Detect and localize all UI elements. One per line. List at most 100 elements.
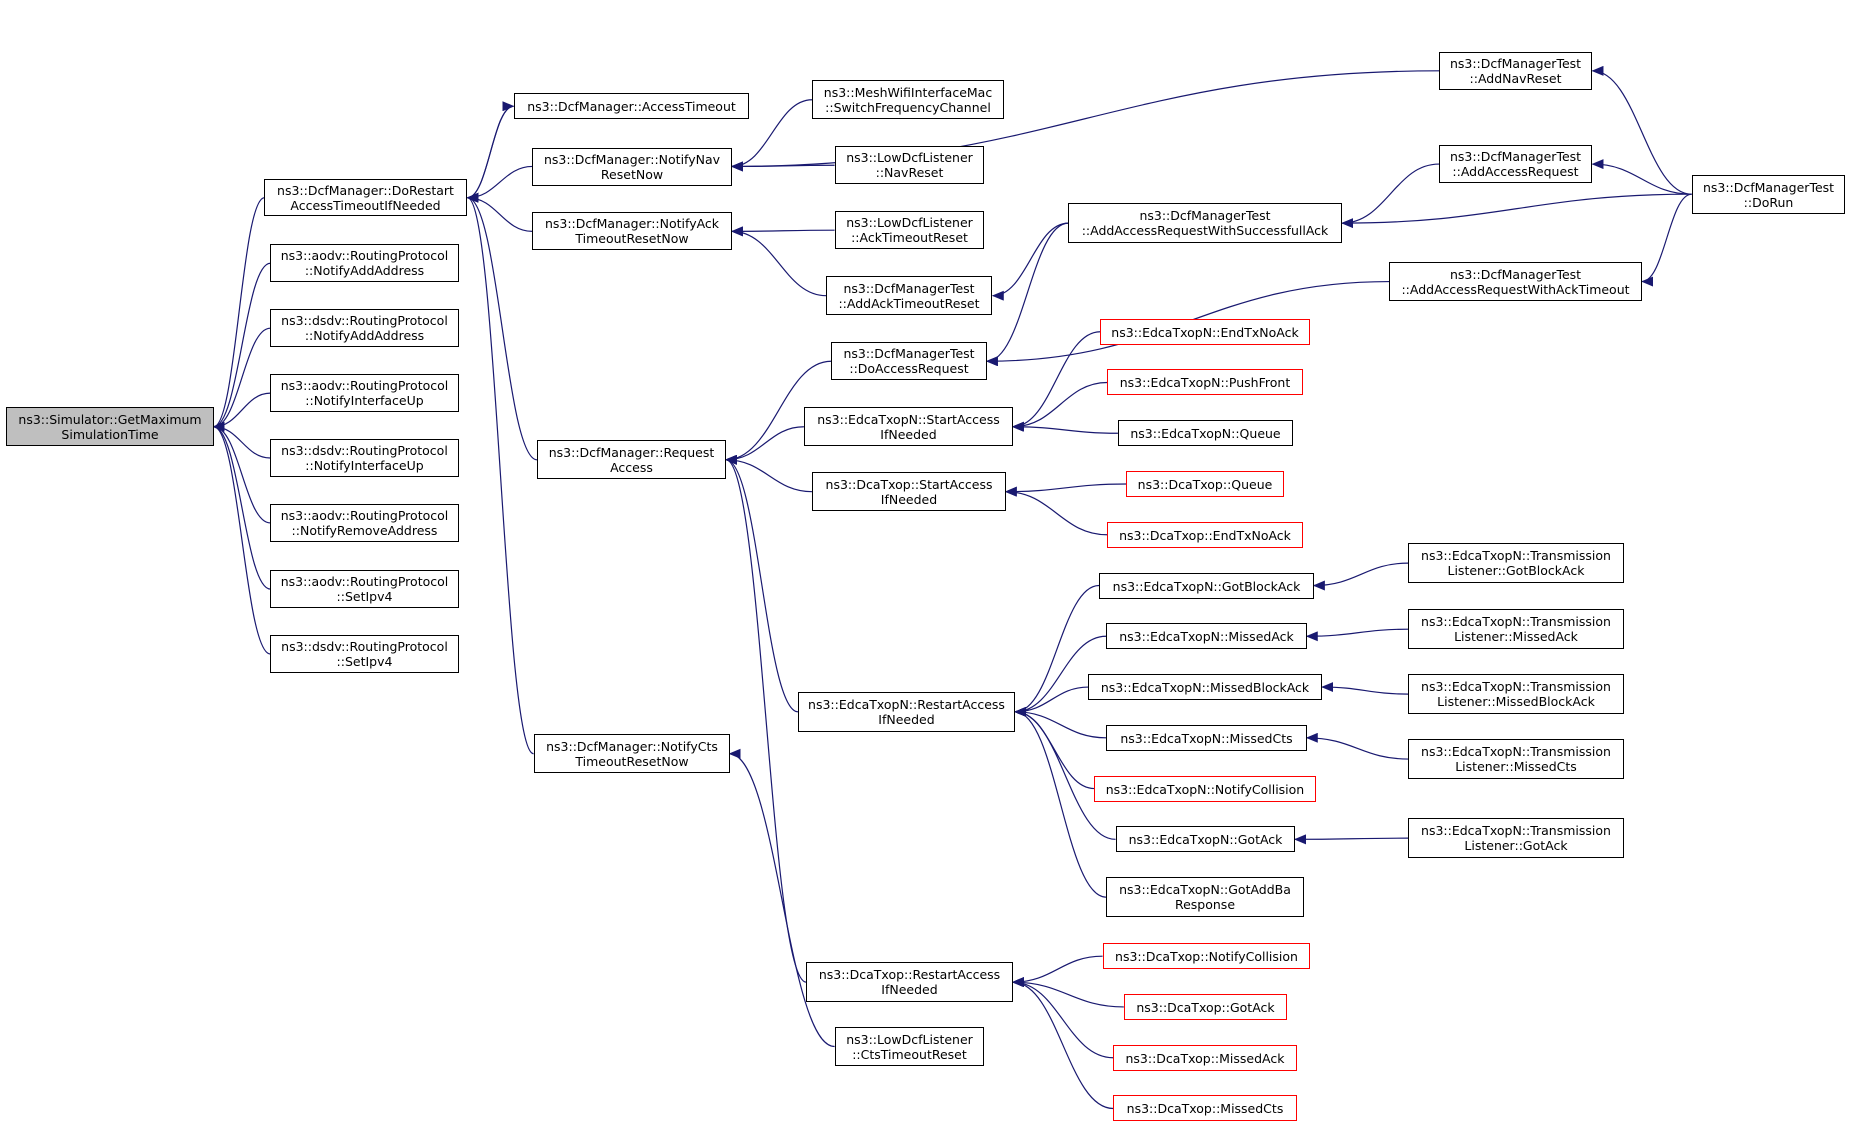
- edge-tl-missedack-to-edca-missedack: [1305, 628, 1409, 642]
- node-label-line: IfNeeded: [880, 491, 938, 507]
- graph-node-dsdv-add[interactable]: ns3::dsdv::RoutingProtocol::NotifyAddAdd…: [270, 309, 459, 347]
- graph-node-edca-pushfront[interactable]: ns3::EdcaTxopN::PushFront: [1107, 369, 1303, 395]
- graph-node-mesh-switch[interactable]: ns3::MeshWifiInterfaceMac::SwitchFrequen…: [812, 80, 1004, 119]
- node-label-line: ::SwitchFrequencyChannel: [825, 99, 991, 115]
- graph-node-test-addsuccess[interactable]: ns3::DcfManagerTest::AddAccessRequestWit…: [1068, 203, 1342, 243]
- node-label-line: ::DoRun: [1743, 194, 1794, 210]
- graph-node-aodv-remove[interactable]: ns3::aodv::RoutingProtocol::NotifyRemove…: [270, 504, 459, 542]
- graph-node-dsdv-ipv4[interactable]: ns3::dsdv::RoutingProtocol::SetIpv4: [270, 635, 459, 673]
- node-label-line: Listener::MissedAck: [1454, 629, 1578, 644]
- edge-dca-notifycoll-to-dca-restart: [1011, 955, 1103, 988]
- node-label-line: IfNeeded: [881, 982, 938, 997]
- node-label-line: ns3::DcfManager::NotifyCts: [546, 738, 718, 754]
- edge-edca-missedcts-to-edca-restart: [1014, 706, 1107, 739]
- graph-node-edca-endtx[interactable]: ns3::EdcaTxopN::EndTxNoAck: [1100, 319, 1310, 345]
- node-label-line: ns3::DcfManagerTest: [1449, 266, 1582, 282]
- node-label-line: Listener::GotAck: [1464, 838, 1568, 853]
- edge-do-restart-to-access-timeout: [467, 101, 515, 199]
- graph-node-dca-notifycoll[interactable]: ns3::DcaTxop::NotifyCollision: [1103, 943, 1310, 969]
- node-label-line: ns3::DcfManagerTest: [1139, 208, 1271, 223]
- node-label-line: ns3::DcfManagerTest: [843, 280, 975, 296]
- graph-node-aodv-up[interactable]: ns3::aodv::RoutingProtocol::NotifyInterf…: [270, 374, 459, 412]
- edge-dsdv-ipv4-to-root: [212, 421, 271, 655]
- node-label-line: ns3::EdcaTxopN::RestartAccess: [808, 697, 1005, 712]
- graph-node-edca-missedack[interactable]: ns3::EdcaTxopN::MissedAck: [1106, 623, 1307, 649]
- edge-low-ctsreset-to-notify-cts: [728, 748, 835, 1048]
- node-label-line: Access: [610, 459, 653, 475]
- node-label-line: TimeoutResetNow: [575, 231, 689, 246]
- graph-node-low-ctsreset[interactable]: ns3::LowDcfListener::CtsTimeoutReset: [835, 1027, 984, 1066]
- graph-node-aodv-add[interactable]: ns3::aodv::RoutingProtocol::NotifyAddAdd…: [270, 244, 459, 282]
- node-label-line: ns3::EdcaTxopN::Transmission: [1421, 548, 1611, 563]
- edge-edca-restart-to-request-access: [724, 454, 799, 713]
- edge-dca-missedack-to-dca-restart: [1011, 977, 1114, 1059]
- node-label-line: ns3::EdcaTxopN::PushFront: [1119, 374, 1291, 390]
- edge-test-addsuccess-to-test-addacktimeout: [991, 222, 1069, 301]
- node-label-line: ::AddAccessRequest: [1452, 164, 1579, 179]
- edge-edca-pushfront-to-edca-startaccess: [1011, 381, 1108, 432]
- node-label-line: ::NotifyAddAddress: [304, 263, 425, 278]
- edge-edca-missedack-to-edca-restart: [1014, 635, 1107, 717]
- graph-node-edca-notifycoll[interactable]: ns3::EdcaTxopN::NotifyCollision: [1094, 776, 1316, 802]
- edge-dca-restart-to-request-access: [724, 454, 807, 983]
- edge-edca-gotaddba-to-edca-restart: [1014, 706, 1107, 898]
- graph-node-dca-gotack[interactable]: ns3::DcaTxop::GotAck: [1124, 994, 1287, 1020]
- edge-notify-cts-to-do-restart: [466, 192, 534, 755]
- node-label-line: ::AddAccessRequestWithSuccessfullAck: [1081, 223, 1329, 238]
- graph-node-test-dorun[interactable]: ns3::DcfManagerTest::DoRun: [1692, 175, 1845, 214]
- edge-test-addsuccess-to-test-doaccess: [985, 222, 1069, 367]
- graph-node-edca-gotblockack[interactable]: ns3::EdcaTxopN::GotBlockAck: [1099, 573, 1314, 599]
- node-label-line: ns3::DcaTxop::NotifyCollision: [1115, 948, 1298, 964]
- node-label-line: ::DoAccessRequest: [849, 361, 969, 376]
- node-label-line: ns3::DcfManager::AccessTimeout: [527, 98, 736, 114]
- graph-node-dca-missedcts[interactable]: ns3::DcaTxop::MissedCts: [1113, 1095, 1297, 1121]
- edge-dca-gotack-to-dca-restart: [1011, 977, 1124, 1008]
- graph-node-edca-missedblockack[interactable]: ns3::EdcaTxopN::MissedBlockAck: [1088, 674, 1322, 700]
- node-label-line: ns3::EdcaTxopN::Transmission: [1421, 679, 1611, 694]
- edge-dca-missedcts-to-dca-restart: [1011, 977, 1114, 1110]
- graph-node-test-addacktimeout[interactable]: ns3::DcfManagerTest::AddAckTimeoutReset: [826, 276, 992, 315]
- node-label-line: TimeoutResetNow: [575, 753, 689, 769]
- edge-test-doaccess-to-request-access: [724, 360, 832, 465]
- graph-node-dca-missedack[interactable]: ns3::DcaTxop::MissedAck: [1113, 1045, 1297, 1071]
- graph-node-edca-gotack[interactable]: ns3::EdcaTxopN::GotAck: [1116, 826, 1295, 852]
- graph-node-dsdv-up[interactable]: ns3::dsdv::RoutingProtocol::NotifyInterf…: [270, 439, 459, 477]
- graph-node-test-addnav[interactable]: ns3::DcfManagerTest::AddNavReset: [1439, 52, 1592, 90]
- edge-test-dorun-to-test-addaccess: [1591, 159, 1692, 195]
- graph-node-low-navreset[interactable]: ns3::LowDcfListener::NavReset: [835, 146, 984, 184]
- graph-node-dca-queue[interactable]: ns3::DcaTxop::Queue: [1126, 471, 1284, 497]
- graph-node-edca-queue[interactable]: ns3::EdcaTxopN::Queue: [1118, 420, 1293, 446]
- node-label-line: Listener::GotBlockAck: [1447, 563, 1585, 578]
- graph-node-edca-missedcts[interactable]: ns3::EdcaTxopN::MissedCts: [1106, 725, 1307, 751]
- edge-aodv-add-to-root: [212, 262, 271, 432]
- node-label-line: ns3::aodv::RoutingProtocol: [280, 378, 449, 393]
- edge-edca-gotblockack-to-edca-restart: [1014, 584, 1100, 717]
- node-label-line: AccessTimeoutIfNeeded: [290, 197, 441, 213]
- graph-node-aodv-ipv4[interactable]: ns3::aodv::RoutingProtocol::SetIpv4: [270, 570, 459, 608]
- graph-node-test-addacktimeout2[interactable]: ns3::DcfManagerTest::AddAccessRequestWit…: [1389, 262, 1642, 301]
- graph-node-low-ackreset[interactable]: ns3::LowDcfListener::AckTimeoutReset: [835, 211, 984, 249]
- graph-node-dca-endtx[interactable]: ns3::DcaTxop::EndTxNoAck: [1107, 522, 1303, 548]
- edge-low-ackreset-to-notify-ack: [730, 226, 835, 237]
- graph-node-test-addaccess[interactable]: ns3::DcfManagerTest::AddAccessRequest: [1439, 145, 1592, 183]
- graph-node-test-doaccess[interactable]: ns3::DcfManagerTest::DoAccessRequest: [831, 342, 987, 380]
- graph-node-access-timeout[interactable]: ns3::DcfManager::AccessTimeout: [514, 93, 749, 119]
